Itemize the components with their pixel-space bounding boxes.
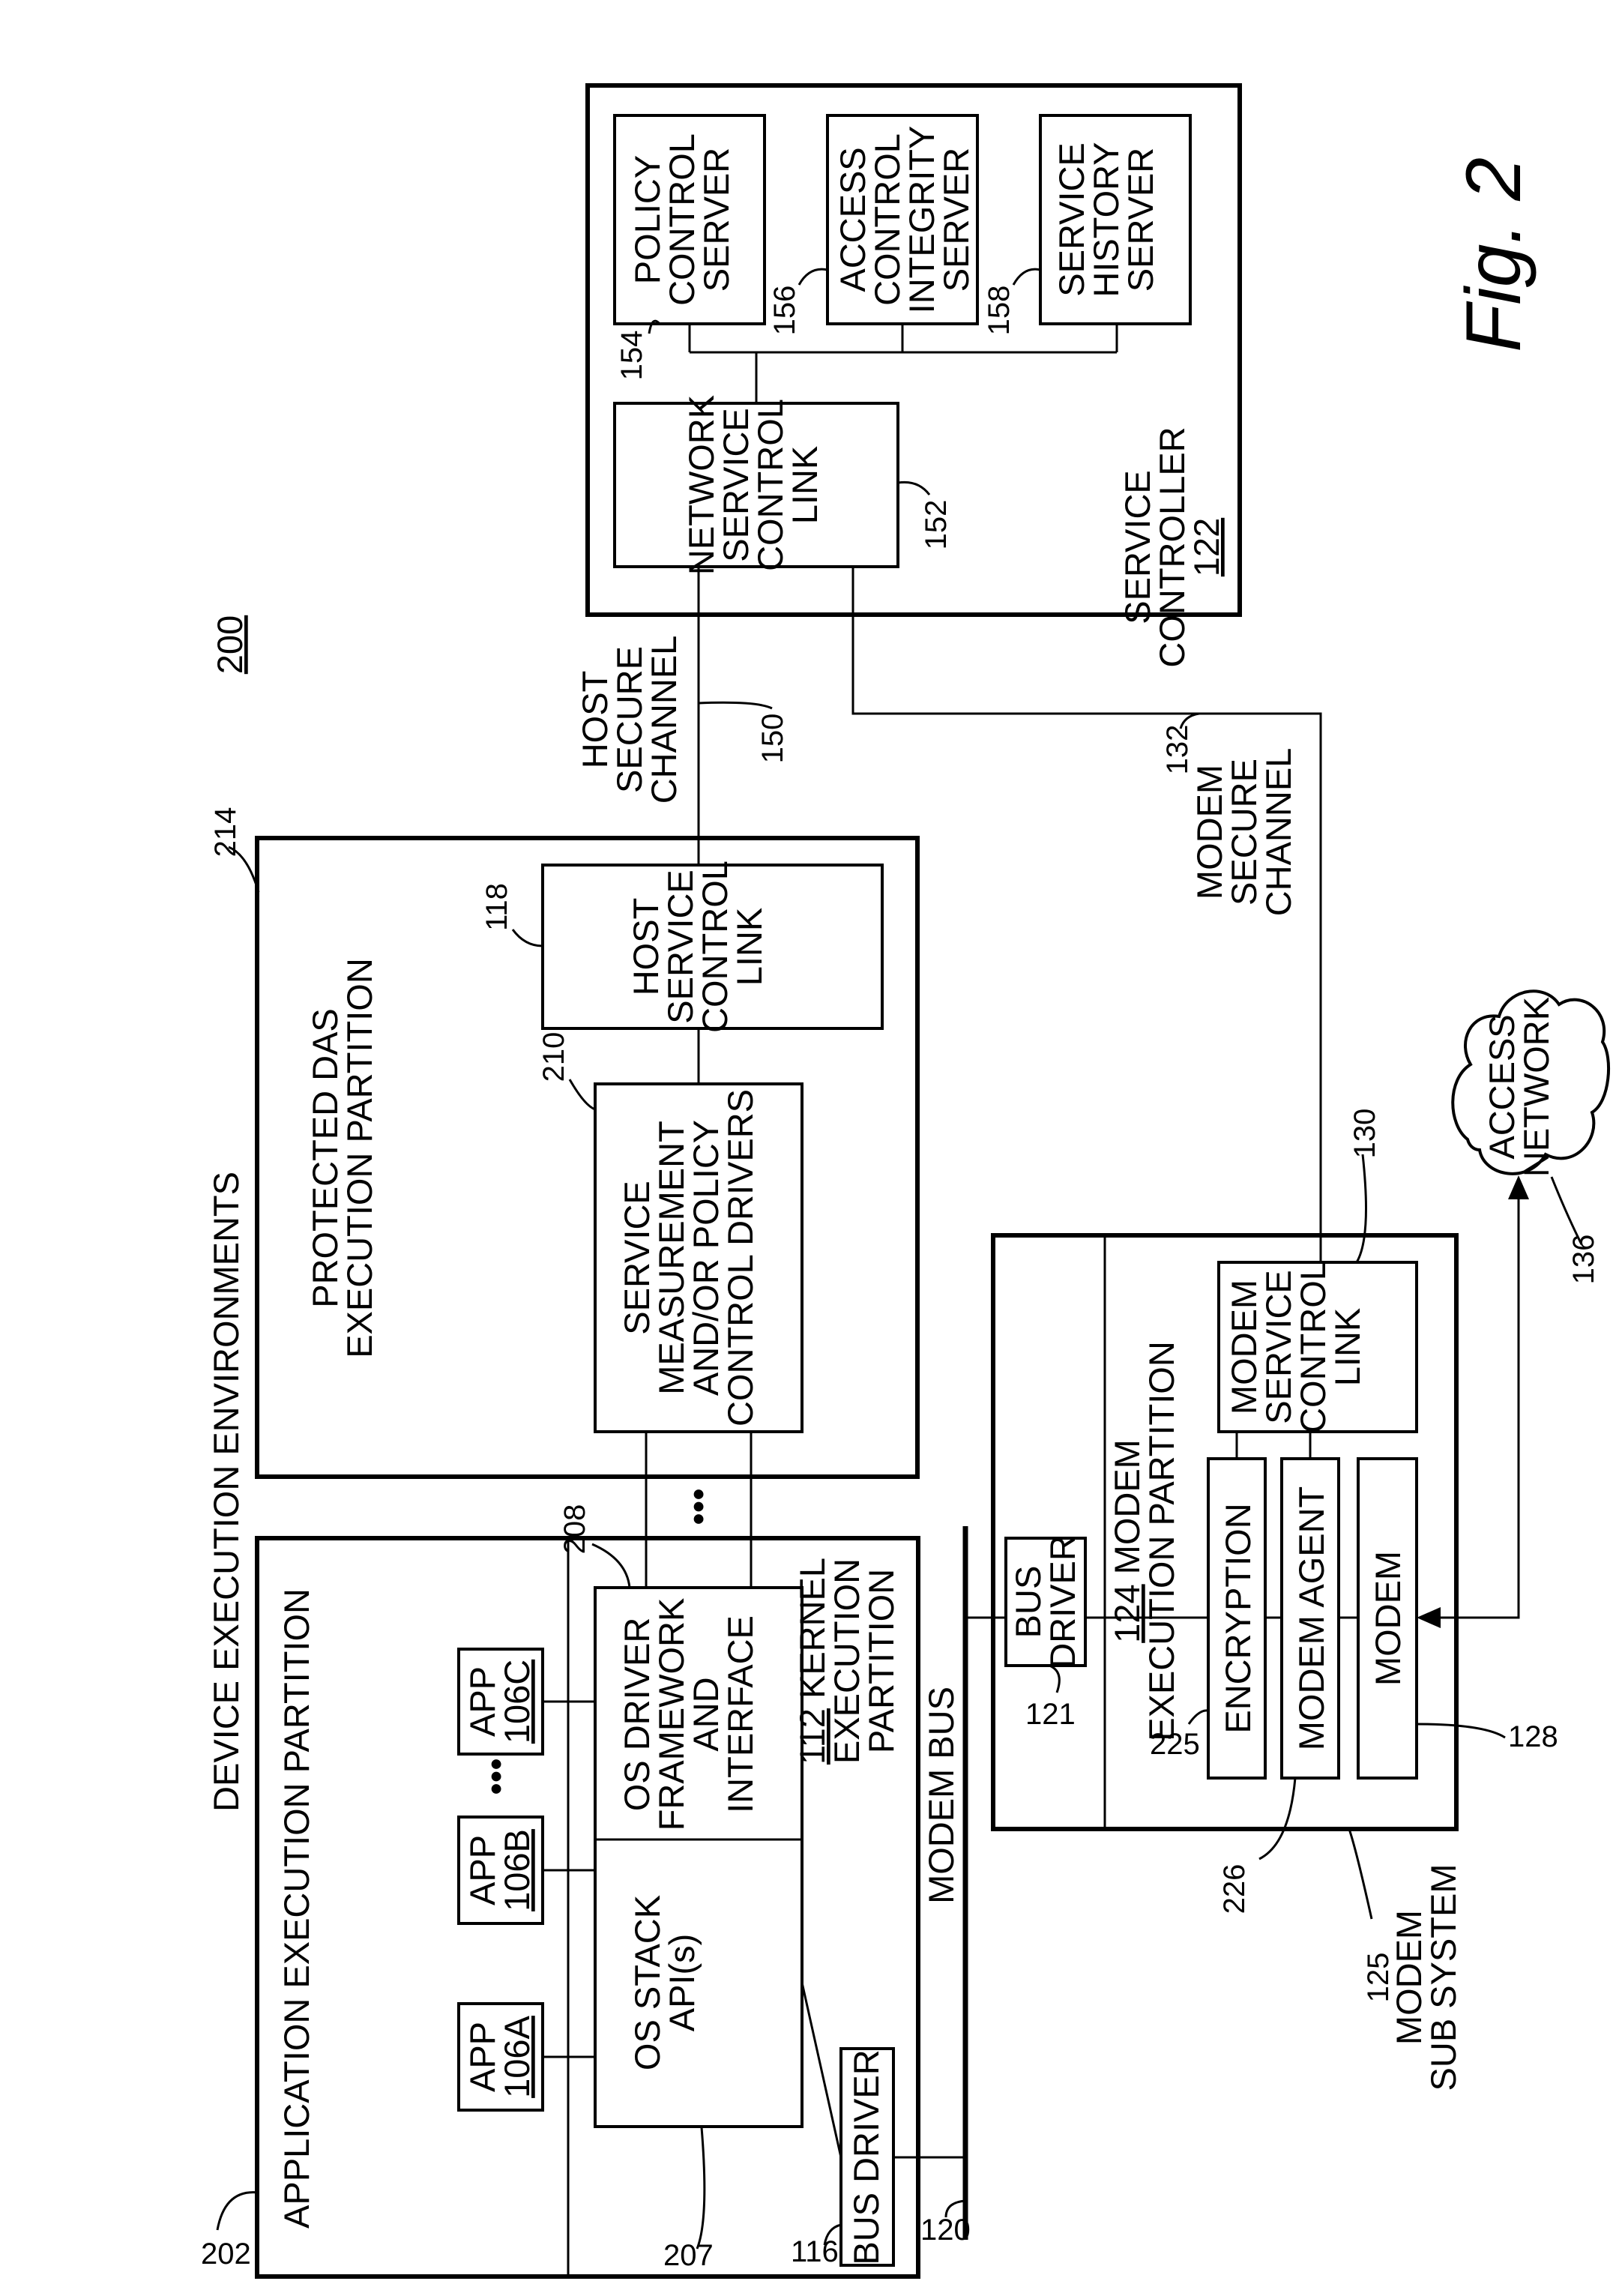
- access-network-leader: [1552, 1177, 1582, 1244]
- svg-text:SERVER: SERVER: [936, 148, 976, 292]
- access-server-leader: [799, 269, 827, 285]
- modem-subsystem-label: 125 MODEM SUB SYSTEM: [1362, 1864, 1463, 2091]
- os-stack-api: OS STACK API(s): [627, 1895, 702, 2070]
- application-partition-ref: 202: [201, 2238, 251, 2271]
- drivers-leader: [570, 1079, 595, 1109]
- modem-partition-line2: EXECUTION PARTITION: [1142, 1341, 1181, 1741]
- device-env-title: DEVICE EXECUTION ENVIRONMENTS: [206, 1172, 246, 1812]
- host-channel-ref: 150: [756, 714, 789, 764]
- bus-driver-116-ref: 116: [791, 2235, 839, 2268]
- host-service-control-link-label: HOST SERVICE CONTROL LINK: [626, 861, 769, 1033]
- host-channel-leader: [699, 702, 772, 708]
- encryption-ref: 225: [1150, 1728, 1200, 1761]
- access-control-integrity-server-label: ACCESS CONTROL INTEGRITY SERVER: [833, 126, 976, 314]
- network-link-leader: [898, 482, 929, 495]
- network-link-ref: 152: [920, 500, 953, 550]
- svg-text:INTERFACE: INTERFACE: [720, 1615, 760, 1813]
- modem-subsystem-leader: [1349, 1829, 1372, 1919]
- modem-agent-label: MODEM AGENT: [1291, 1486, 1331, 1751]
- os-stack-to-bus-driver: [802, 1983, 841, 2157]
- modem-secure-channel-label: MODEM SECURE CHANNEL: [1190, 748, 1298, 917]
- arrow-to-modem: [1417, 1607, 1441, 1628]
- app-106b: APP 106B: [459, 1817, 543, 1923]
- bus-driver-121-ref: 121: [1025, 1698, 1076, 1731]
- drivers-ref: 210: [537, 1032, 570, 1082]
- driver-link-ellipsis: •••: [678, 1488, 718, 1525]
- bus-driver-121-leader: [1049, 1666, 1059, 1693]
- access-server-ref: 156: [768, 286, 801, 336]
- modem-service-control-link-label: MODEM SERVICE CONTROL LINK: [1224, 1261, 1367, 1433]
- history-server-ref: 158: [983, 286, 1016, 336]
- svg-text:CONTROL DRIVERS: CONTROL DRIVERS: [720, 1089, 760, 1426]
- modem-agent-leader: [1259, 1778, 1295, 1859]
- policy-control-server-label: POLICY CONTROL SERVER: [627, 133, 736, 306]
- modem-bus-ref: 120: [920, 2214, 971, 2247]
- svg-text:106B: 106B: [497, 1829, 537, 1911]
- modem-ref: 128: [1508, 1720, 1558, 1753]
- policy-server-ref: 154: [615, 331, 648, 381]
- application-partition-label: APPLICATION EXECUTION PARTITION: [277, 1588, 316, 2229]
- figure-number: 200: [210, 615, 250, 674]
- service-measurement-drivers-label: SERVICE MEASUREMENT AND/OR POLICY CONTRO…: [617, 1089, 760, 1426]
- svg-text:SERVER: SERVER: [1121, 148, 1160, 292]
- host-secure-channel-label: HOST SECURE CHANNEL: [575, 636, 684, 804]
- modem-link-leader: [1357, 1154, 1366, 1262]
- application-partition-leader: [217, 2193, 259, 2230]
- figure-caption: Fig. 2: [1450, 157, 1537, 352]
- encryption-label: ENCRYPTION: [1218, 1503, 1258, 1733]
- os-driver-framework: OS DRIVER FRAMEWORK AND INTERFACE: [617, 1598, 760, 1831]
- app-ellipsis: •••: [476, 1758, 516, 1795]
- encryption-leader: [1189, 1711, 1208, 1724]
- app-106c: APP 106C: [459, 1649, 543, 1754]
- access-network-ref: 136: [1567, 1235, 1600, 1285]
- host-link-ref: 118: [480, 883, 513, 931]
- svg-text:LINK: LINK: [1327, 1308, 1367, 1387]
- app-106a: APP 106A: [459, 2004, 543, 2110]
- modem-leader: [1417, 1724, 1505, 1738]
- modem-agent-ref: 226: [1218, 1864, 1251, 1914]
- das-partition-line2: EXECUTION PARTITION: [340, 958, 379, 1358]
- kernel-label-line3: PARTITION: [861, 1569, 901, 1753]
- svg-text:SUB SYSTEM: SUB SYSTEM: [1423, 1864, 1463, 2091]
- svg-text:CHANNEL: CHANNEL: [644, 636, 684, 804]
- arrow-to-access-network: [1508, 1175, 1529, 1199]
- svg-text:106A: 106A: [497, 2015, 537, 2097]
- os-stack-leader: [697, 2127, 705, 2249]
- svg-text:106C: 106C: [497, 1660, 537, 1744]
- service-controller-ref: 122: [1187, 518, 1226, 576]
- svg-text:SERVER: SERVER: [696, 148, 736, 292]
- svg-text:LINK: LINK: [785, 446, 824, 525]
- bus-driver-116-label: BUS DRIVER: [846, 2049, 886, 2265]
- modem-label: MODEM: [1368, 1551, 1408, 1686]
- svg-text:API(s): API(s): [662, 1934, 702, 2032]
- host-link-leader: [513, 929, 543, 946]
- network-service-control-link-label: NETWORK SERVICE CONTROL LINK: [681, 395, 824, 575]
- access-network-line2: NETWORK: [1516, 997, 1556, 1177]
- svg-text:LINK: LINK: [729, 908, 769, 986]
- das-partition-ref: 214: [209, 807, 242, 858]
- os-driver-leader: [592, 1544, 630, 1588]
- os-driver-ref: 208: [558, 1504, 591, 1555]
- modem-access-link: [1424, 1199, 1519, 1618]
- svg-text:CHANNEL: CHANNEL: [1258, 748, 1298, 917]
- modem-secure-channel: [853, 567, 1321, 1262]
- service-history-server-label: SERVICE HISTORY SERVER: [1052, 142, 1160, 297]
- history-server-leader: [1013, 269, 1040, 285]
- modem-bus-label: MODEM BUS: [921, 1687, 961, 1904]
- bus-driver-121-line2: DRIVER: [1043, 1535, 1082, 1669]
- modem-link-ref: 130: [1348, 1109, 1381, 1159]
- os-stack-ref: 207: [663, 2239, 714, 2272]
- modem-channel-ref: 132: [1161, 725, 1194, 775]
